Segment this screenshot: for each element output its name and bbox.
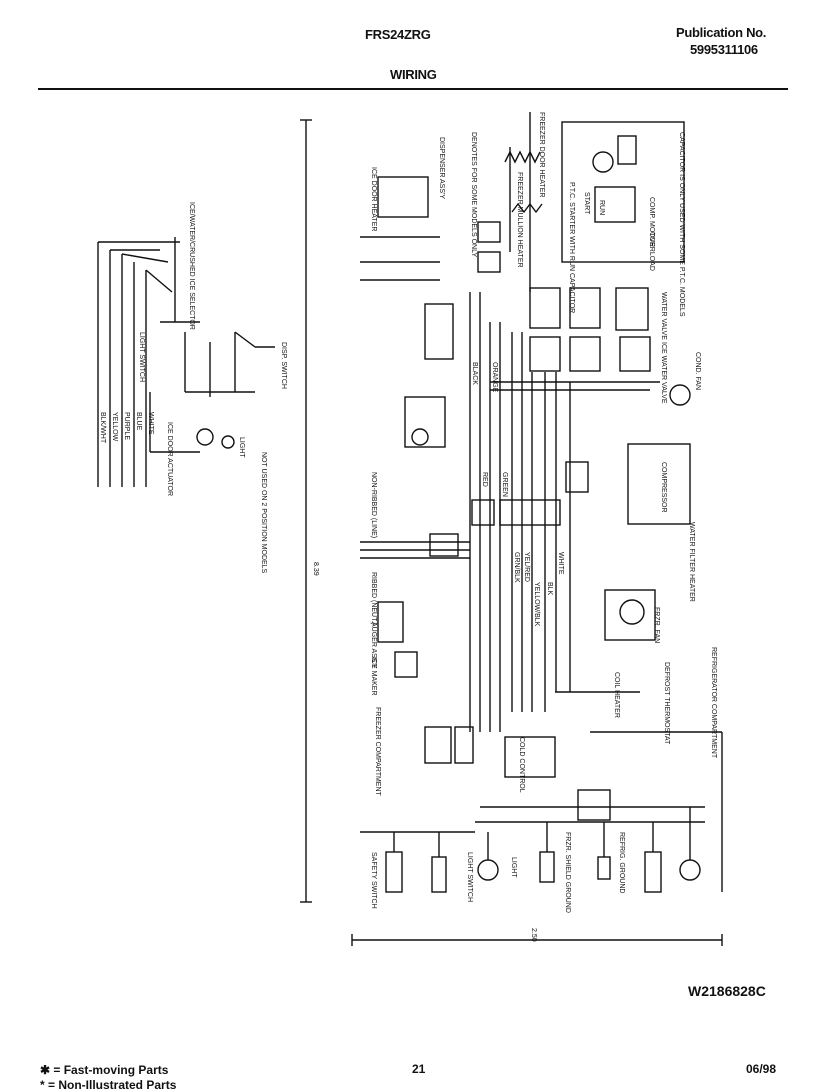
label-comp-motor: COMP. MOTOR <box>648 197 655 247</box>
label-dimension-vertical: 8.39 <box>312 562 319 576</box>
publication-label: Publication No. <box>676 25 767 40</box>
label-water-valve: WATER VALVE <box>660 292 667 340</box>
label-dispenser-assy: DISPENSER ASS'Y <box>438 137 445 199</box>
label-door-actuator: ICE DOOR ACTUATOR <box>166 422 173 496</box>
wire-label: RED <box>481 472 488 487</box>
publication-number: 5995311106 <box>690 42 758 57</box>
wire-label: GREEN <box>501 472 508 497</box>
wire-label: YELLOW/BLK <box>533 582 540 627</box>
header-rule <box>38 88 788 90</box>
label-refrigerator-compartment: REFRIGERATOR COMPARTMENT <box>710 647 717 759</box>
label-run: RUN <box>598 200 605 215</box>
label-ribbed: RIBBED (NEUT.) <box>370 572 377 625</box>
model-number: FRS24ZRG <box>365 27 431 42</box>
wire-label: WHITE <box>147 412 154 435</box>
label-auger: AUGER ASS'Y <box>370 622 377 669</box>
label-dimension-horizontal: 2.50 <box>530 928 537 942</box>
footnote-fast-moving: ✱ = Fast-moving Parts <box>40 1063 169 1077</box>
wire-label: ORANGE <box>491 362 498 393</box>
wire-color-labels: BLK/WHT YELLOW PURPLE BLUE WHITE BLACK RED ORAN… <box>99 362 564 627</box>
label-safety-switch: SAFETY SWITCH <box>370 852 377 909</box>
wire-label: WHITE <box>557 552 564 575</box>
label-defrost-thermostat: DEFROST THERMOSTAT <box>663 662 670 745</box>
label-cond-fan: COND. FAN <box>694 352 701 390</box>
wire-label: PURPLE <box>123 412 130 440</box>
label-light-switch-bottom: LIGHT SWITCH <box>466 852 473 902</box>
label-start: START <box>583 192 590 215</box>
label-freezer-compartment: FREEZER COMPARTMENT <box>374 707 381 797</box>
label-ice-door-heater: ICE DOOR HEATER <box>370 167 377 231</box>
label-ptc-starter: P.T.C. STARTER WITH RUN CAPACITOR <box>568 182 575 313</box>
label-ice-selector: ICE/WATER/CRUSHED ICE SELECTOR <box>188 202 195 330</box>
wire-label: BLK <box>546 582 553 596</box>
label-ice-water-valve: ICE WATER VALVE <box>660 342 667 404</box>
wire-label: BLK/WHT <box>99 412 106 444</box>
wire-label: YELLOW <box>111 412 118 442</box>
wire-label: YEL/RED <box>523 552 530 582</box>
label-freezer-door-heater: FREEZER DOOR HEATER <box>538 112 545 197</box>
wire-label: BLUE <box>135 412 142 431</box>
label-ice-maker: ICE MAKER <box>370 657 377 696</box>
label-compressor: COMPRESSOR <box>660 462 667 513</box>
label-non-ribbed: NON-RIBBED (LINE) <box>370 472 377 538</box>
label-not-used: NOT USED ON 2 POSITION MODELS <box>260 452 267 574</box>
page-date: 06/98 <box>746 1062 777 1076</box>
label-water-filter-heater: WATER FILTER HEATER <box>688 522 695 602</box>
page-number: 21 <box>412 1062 426 1076</box>
label-capacitor-note: CAPACITOR IS ONLY USED WITH SOME P.T.C. … <box>678 132 685 317</box>
label-frzr-shield-ground: FRZR. SHIELD GROUND <box>564 832 571 913</box>
label-disp-switch: DISP. SWITCH <box>280 342 287 389</box>
label-light-socket: LIGHT <box>510 857 517 878</box>
label-cold-control: COLD CONTROL <box>518 737 525 793</box>
wire-label: GRN/BLK <box>513 552 520 583</box>
label-refrig-ground: REFRIG. GROUND <box>618 832 625 893</box>
wiring-diagram: ICE/WATER/CRUSHED ICE SELECTOR LIGHT SWI… <box>97 112 723 946</box>
label-frzr-fan: FRZR. FAN <box>653 607 660 643</box>
label-overload: OVERLOAD <box>648 232 655 271</box>
footnote-non-illustrated: * = Non-Illustrated Parts <box>40 1078 177 1092</box>
drawing-number: W2186828C <box>688 983 766 999</box>
label-light-switch: LIGHT SWITCH <box>138 332 145 382</box>
label-freezer-mullion-heater: FREEZER MULLION HEATER <box>516 172 523 268</box>
page-title: WIRING <box>390 67 437 82</box>
label-coil-heater: COIL HEATER <box>613 672 620 718</box>
label-dispenser-light: LIGHT <box>238 437 245 458</box>
label-denotes: DENOTES FOR SOME MODELS ONLY <box>470 132 477 257</box>
wire-label: BLACK <box>471 362 478 385</box>
